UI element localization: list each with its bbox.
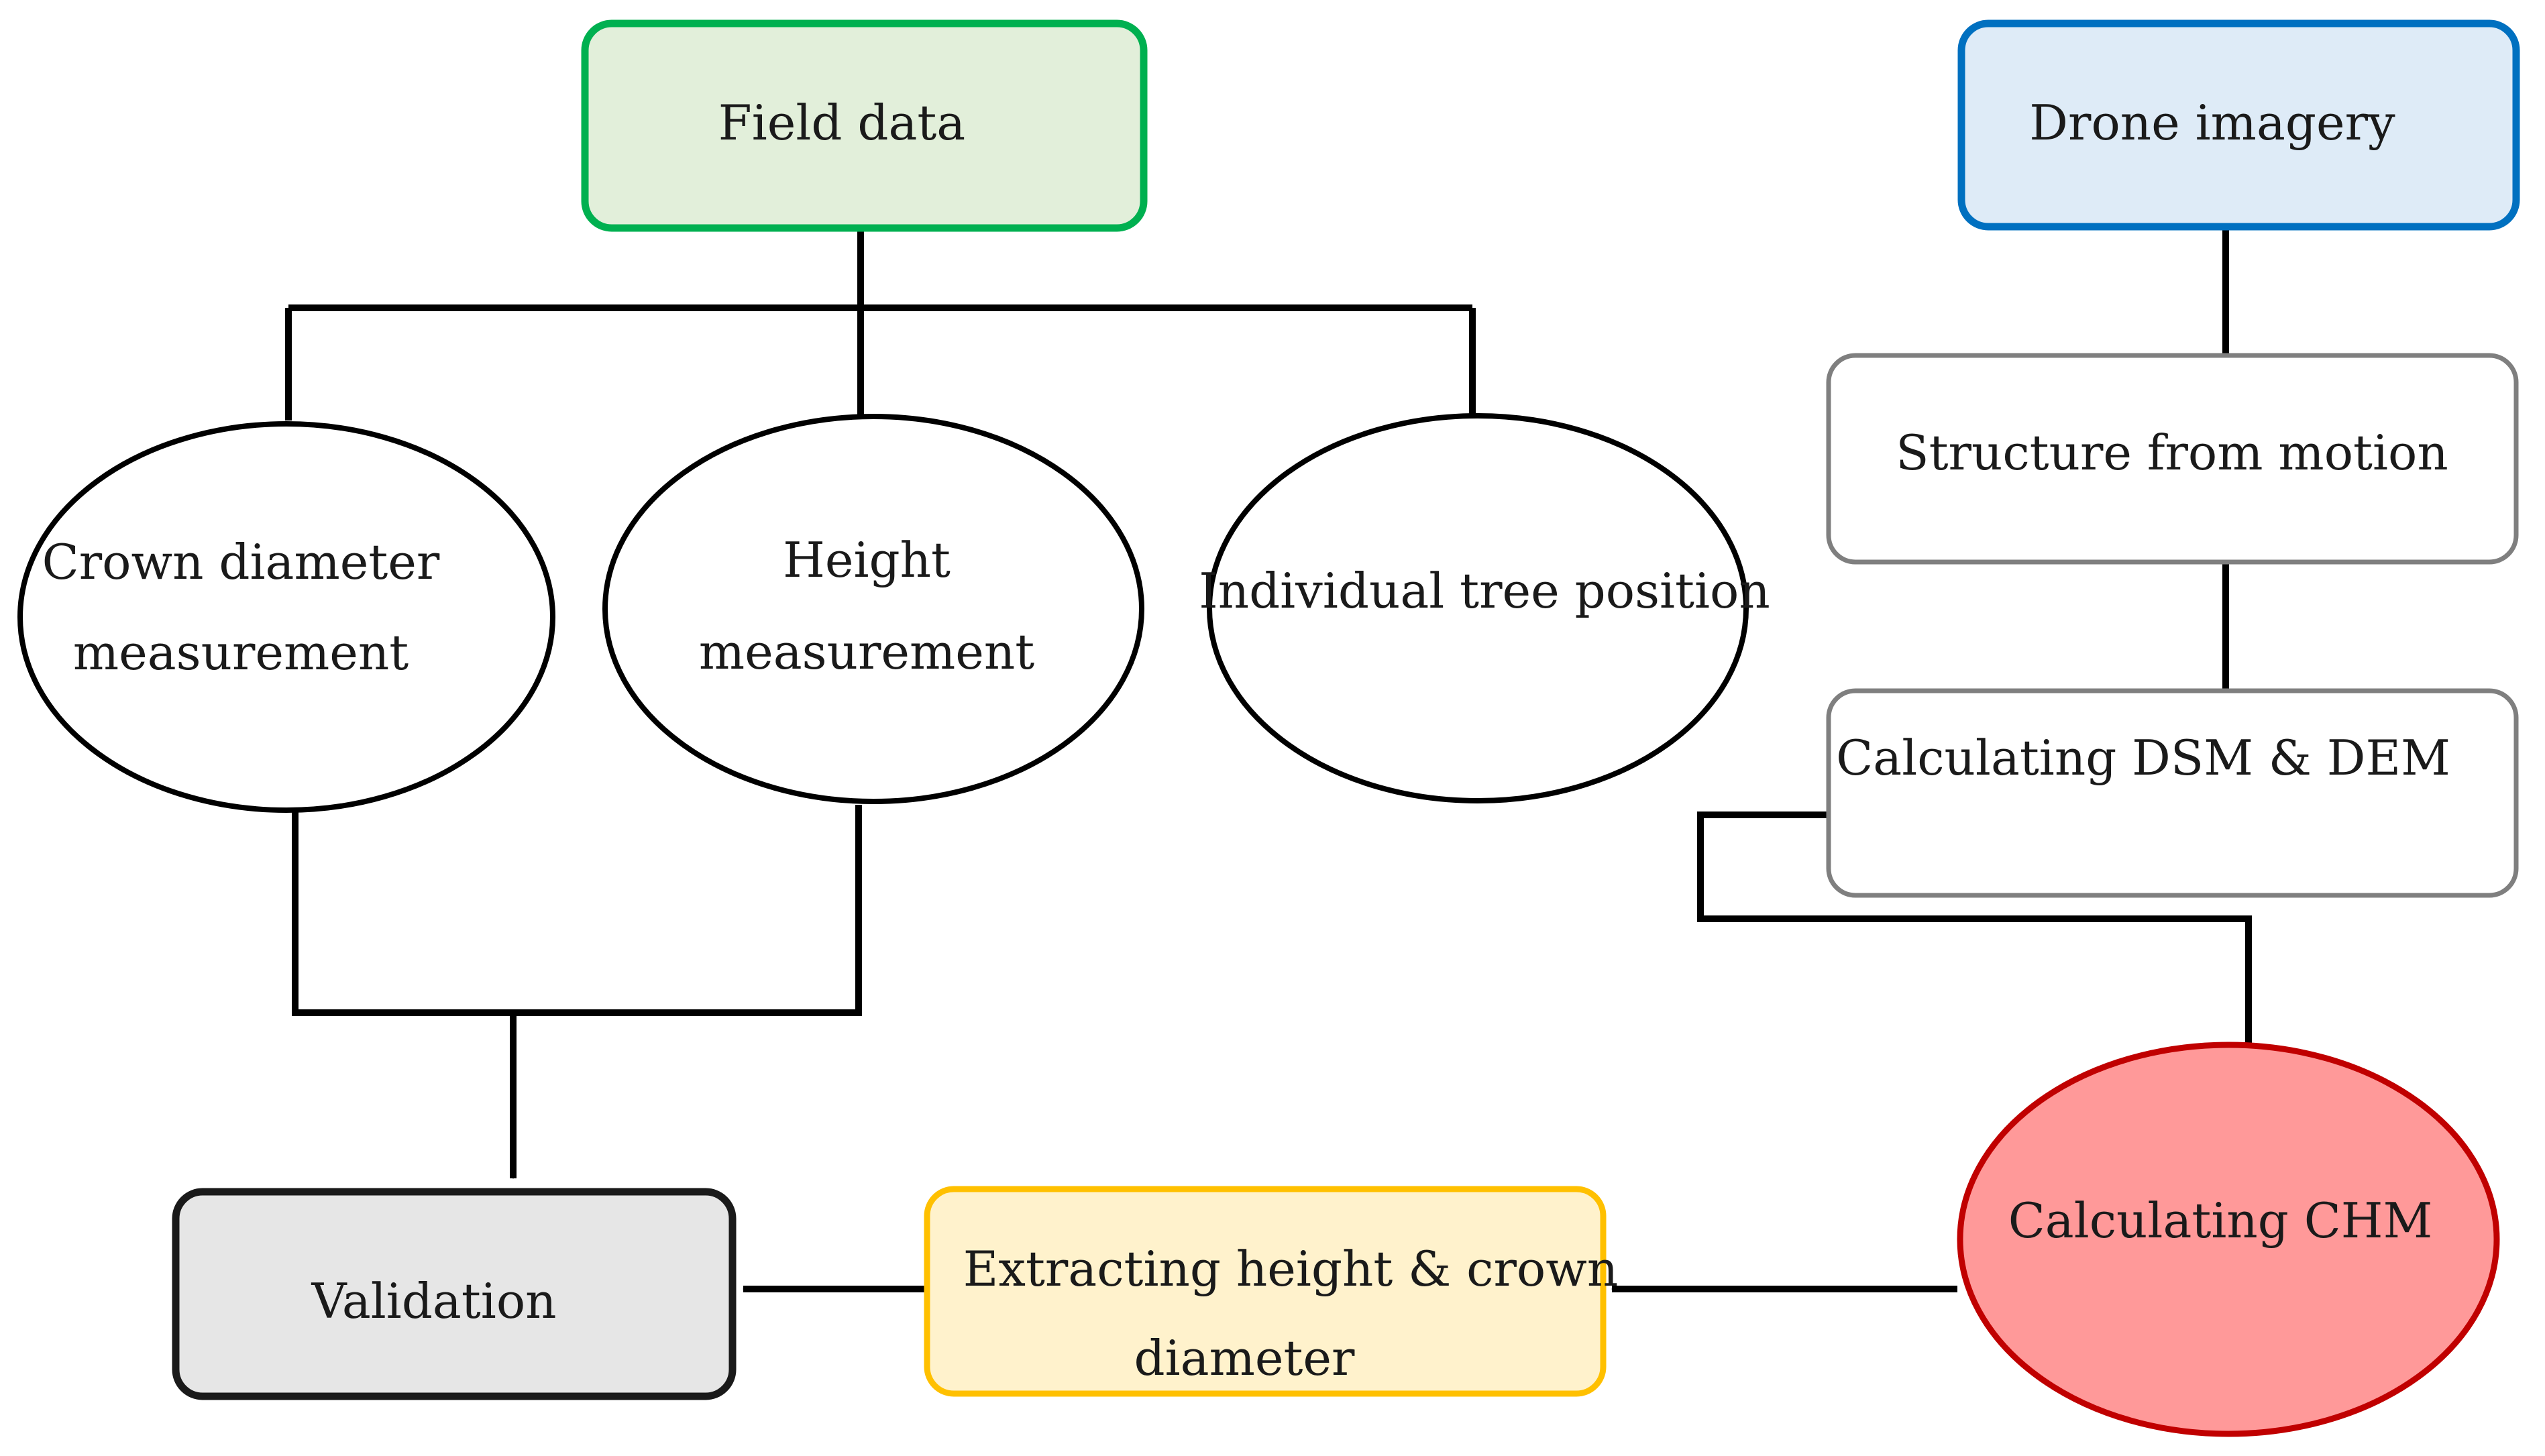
connectors (285, 228, 2252, 1016)
sfm-box (1826, 353, 2519, 565)
drone-imagery-label: Drone imagery (2029, 95, 2395, 151)
height-label-line1: Height (783, 532, 951, 588)
validation-label: Validation (311, 1273, 556, 1329)
dsm-dem-node: Calculating DSM & DEM (1826, 688, 2519, 898)
chm-label: Calculating CHM (2008, 1192, 2433, 1249)
extracting-box (924, 1186, 1607, 1397)
tree-position-node: Individual tree position (1199, 413, 1770, 803)
tree-position-ellipse (1207, 413, 1749, 803)
field-data-box (581, 19, 1148, 232)
chm-node: Calculating CHM (1957, 1042, 2500, 1437)
extracting-node: Extracting height & crown diameter (924, 1186, 1618, 1397)
tree-position-label: Individual tree position (1199, 563, 1770, 619)
sfm-node: Structure from motion (1826, 353, 2519, 565)
crown-diameter-node: Crown diameter measurement (17, 421, 555, 813)
extracting-label-line1: Extracting height & crown (963, 1241, 1618, 1297)
extracting-label-line2: diameter (1134, 1330, 1355, 1386)
crown-diameter-label-line2: measurement (73, 624, 409, 681)
dsm-dem-box (1826, 688, 2519, 898)
drone-imagery-box (1957, 19, 2520, 231)
field-data-node: Field data (581, 19, 1148, 232)
connector-dsm-elbow (1697, 811, 2252, 1006)
field-data-label: Field data (718, 95, 965, 151)
chm-ellipse (1957, 1042, 2500, 1437)
crown-diameter-label-line1: Crown diameter (42, 534, 440, 590)
dsm-dem-label: Calculating DSM & DEM (1836, 730, 2450, 786)
validation-box (172, 1188, 737, 1400)
height-label-line2: measurement (699, 624, 1034, 680)
crown-diameter-ellipse (17, 421, 555, 813)
arrows (510, 563, 2252, 1292)
height-ellipse (602, 414, 1144, 804)
sfm-label: Structure from motion (1896, 425, 2448, 481)
validation-node: Validation (172, 1188, 737, 1400)
height-node: Height measurement (602, 414, 1144, 804)
drone-imagery-node: Drone imagery (1957, 19, 2520, 231)
